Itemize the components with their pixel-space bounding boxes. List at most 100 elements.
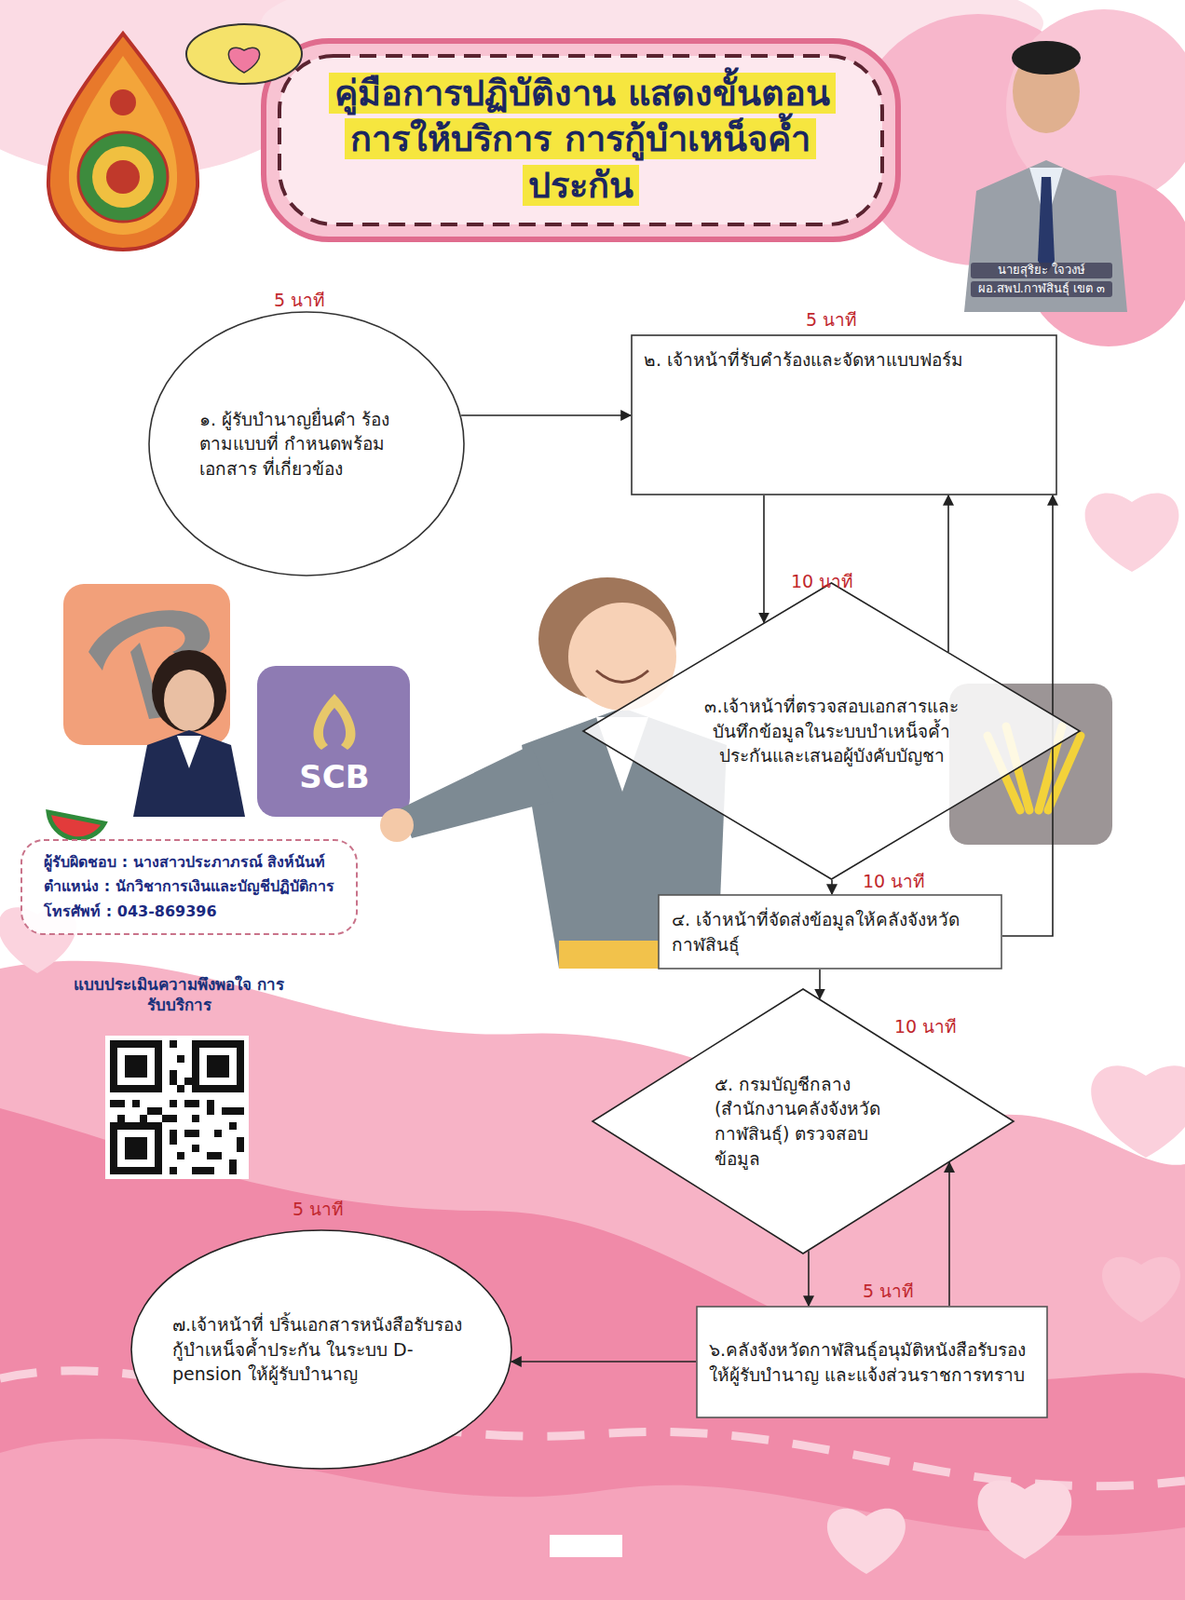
time-label: 5 นาที	[273, 288, 326, 313]
text-group: ๒. เจ้าหน้าที่รับคำร้องและจัดหาแบบฟอร์ม	[643, 347, 964, 373]
heart-decoration	[978, 1481, 1073, 1560]
director-photo	[1037, 177, 1055, 275]
staff-illustration	[596, 670, 649, 683]
time-label: 10 นาที	[790, 570, 854, 594]
node-text: ๑. ผู้รับบำนาญยื่นคำ ร้องตามแบบที่ กำหนด…	[199, 407, 414, 482]
process-box-outline	[696, 1307, 1048, 1418]
caption-label: แบบประเมินความพึงพอใจ การรับบริการ	[67, 974, 291, 1016]
qr-code	[191, 1040, 245, 1093]
contact-callout: ผู้รับผิดชอบ : นางสาวประภาภรณ์ สิงห์นันท…	[20, 839, 358, 936]
watermelon-icon	[48, 812, 105, 840]
flow-arrow	[511, 1361, 696, 1363]
heart-decoration	[1085, 493, 1180, 573]
node-text: ผู้รับผิดชอบ : นางสาวประภาภรณ์ สิงห์นันท…	[43, 852, 335, 873]
officer-photo	[133, 650, 246, 818]
director-photo	[1011, 40, 1081, 75]
emblem-logo	[48, 33, 198, 250]
process-box-outline	[658, 895, 1002, 969]
flow-arrow	[762, 495, 765, 623]
title-frame	[279, 55, 883, 225]
pink-ground	[0, 961, 1185, 1600]
qr-code	[117, 1130, 155, 1168]
bank-logo	[63, 584, 231, 746]
flow-arrow	[818, 969, 821, 999]
heart-decoration	[827, 1509, 906, 1575]
officer-photo	[151, 650, 227, 733]
start-circle-outline	[149, 312, 464, 576]
decision-diamond-outline	[592, 989, 1014, 1254]
qr-code	[124, 1055, 148, 1078]
text-group: ๗.เจ้าหน้าที่ ปริ้นเอกสารหนังสือรับรอง ก…	[172, 1312, 471, 1388]
qr-code	[105, 1035, 249, 1180]
start-circle: ๑. ผู้รับบำนาญยื่นคำ ร้องตามแบบที่ กำหนด…	[148, 311, 465, 577]
caption-label: ผอ.สพป.กาฬสินธุ์ เขต ๓	[970, 281, 1113, 298]
end-ellipse: ๗.เจ้าหน้าที่ ปริ้นเอกสารหนังสือรับรอง ก…	[130, 1229, 513, 1471]
node-text: ๒. เจ้าหน้าที่รับคำร้องและจัดหาแบบฟอร์ม	[643, 347, 964, 373]
officer-photo	[163, 669, 215, 732]
qr-code	[109, 1122, 163, 1175]
officer-photo	[177, 735, 202, 769]
title-frame	[186, 24, 899, 240]
heart-decoration	[1102, 1257, 1181, 1323]
process-box: ๖.คลังจังหวัดกาฬสินธุ์อนุมัติหนังสือรับร…	[695, 1306, 1049, 1419]
process-box: ๔. เจ้าหน้าที่จัดส่งข้อมูลให้คลังจังหวัด…	[657, 894, 1003, 970]
node-text: ๖.คลังจังหวัดกาฬสินธุ์อนุมัติหนังสือรับร…	[708, 1337, 1036, 1388]
emblem-logo	[78, 132, 168, 222]
node-text: ๕. กรมบัญชีกลาง (สำนักงานคลังจังหวัด กาฬ…	[714, 1072, 892, 1172]
staff-illustration	[400, 745, 555, 839]
director-photo	[964, 40, 1128, 313]
qr-code	[124, 1137, 148, 1160]
title-frame	[228, 47, 259, 73]
caption-label: SCB	[266, 756, 403, 798]
text-group: ๕. กรมบัญชีกลาง (สำนักงานคลังจังหวัด กาฬ…	[714, 1072, 892, 1172]
flow-arrow	[948, 1162, 951, 1307]
qr-code	[105, 1035, 249, 1180]
node-text: ตำแหน่ง : นักวิชาการเงินและบัญชีปฏิบัติก…	[43, 876, 335, 898]
qr-code	[109, 1040, 163, 1093]
bank-logo	[313, 694, 356, 750]
text-group: ๓.เจ้าหน้าที่ตรวจสอบเอกสารและ บันทึกข้อม…	[692, 694, 972, 769]
decision-diamond-outline	[583, 583, 1080, 880]
title-text: คู่มือการปฏิบัติงาน แสดงขั้นตอนการให้บริ…	[328, 72, 836, 206]
time-label: 10 นาที	[894, 1015, 957, 1039]
bank-logo	[257, 666, 410, 818]
director-photo	[964, 160, 1128, 313]
watermelon-icon	[48, 812, 105, 840]
title-frame	[263, 40, 899, 240]
qr-code	[206, 1055, 230, 1078]
process-box: ๒. เจ้าหน้าที่รับคำร้องและจัดหาแบบฟอร์ม	[630, 334, 1058, 496]
node-text: ๗.เจ้าหน้าที่ ปริ้นเอกสารหนังสือรับรอง ก…	[172, 1312, 471, 1388]
flow-arrow	[830, 880, 833, 895]
emblem-logo	[106, 160, 140, 194]
flow-arrow	[947, 495, 950, 653]
emblem-logo	[109, 89, 137, 116]
text-group: ผู้รับผิดชอบ : นางสาวประภาภรณ์ สิงห์นันท…	[43, 852, 335, 923]
decision-diamond: ๓.เจ้าหน้าที่ตรวจสอบเอกสารและ บันทึกข้อม…	[582, 582, 1081, 881]
qr-code	[117, 1048, 155, 1086]
text-group: ๖.คลังจังหวัดกาฬสินธุ์อนุมัติหนังสือรับร…	[708, 1337, 1036, 1388]
time-label: 5 นาที	[292, 1198, 344, 1222]
time-label: 5 นาที	[805, 308, 858, 332]
node-text: ๓.เจ้าหน้าที่ตรวจสอบเอกสารและ บันทึกข้อม…	[692, 694, 972, 769]
contact-callout-outline	[21, 840, 357, 935]
emblem-logo	[48, 33, 198, 250]
emblem-logo	[92, 146, 154, 208]
emblem-logo	[68, 55, 178, 235]
title-block: คู่มือการปฏิบัติงาน แสดงขั้นตอนการให้บริ…	[328, 70, 832, 209]
time-label: 10 นาที	[862, 870, 926, 894]
title-frame	[186, 24, 302, 84]
process-box-outline	[657, 894, 1003, 970]
pink-ground	[0, 1439, 1185, 1600]
qr-code	[109, 1040, 245, 1175]
node-text: โทรศัพท์ : 043-869396	[43, 901, 335, 923]
text-group: ๔. เจ้าหน้าที่จัดส่งข้อมูลให้คลังจังหวัด…	[671, 907, 989, 957]
text-group: ๑. ผู้รับบำนาญยื่นคำ ร้องตามแบบที่ กำหนด…	[199, 407, 414, 482]
heart-decoration	[0, 493, 1185, 1575]
officer-photo	[133, 730, 246, 818]
process-box-outline	[695, 1306, 1049, 1419]
qr-code	[199, 1048, 237, 1086]
pink-ground	[549, 1535, 623, 1558]
end-ellipse-outline	[131, 1230, 512, 1470]
